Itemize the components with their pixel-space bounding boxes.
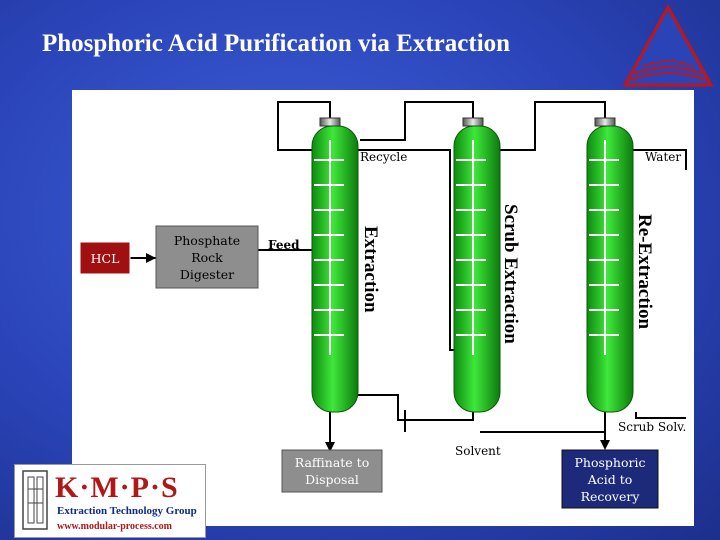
feed-label: Feed — [268, 238, 300, 252]
triangle-logo-icon — [622, 4, 714, 87]
reextraction-column — [586, 117, 634, 413]
scrub-solv-label: Scrub Solv. — [618, 420, 687, 434]
slide-title: Phosphoric Acid Purification via Extract… — [42, 30, 511, 57]
water-label: Water — [645, 150, 682, 164]
scrub-column-label: Scrub Extraction — [500, 204, 521, 344]
extraction-column-label: Extraction — [360, 226, 381, 313]
digester-box-bg — [155, 225, 259, 289]
raffinate-box-bg — [281, 449, 383, 493]
kmps-url: www.modular-process.com — [57, 521, 172, 532]
column-diagram-icon — [22, 470, 48, 530]
digester-box: Phosphate Rock Digester — [173, 232, 241, 282]
kmps-subtitle: Extraction Technology Group — [57, 505, 197, 517]
hcl-box: HCL — [90, 250, 120, 266]
scrub-column — [453, 117, 501, 413]
reextraction-column-label: Re-Extraction — [634, 214, 655, 330]
acid-box: Phosphoric Acid to Recovery — [574, 454, 646, 504]
extraction-column — [311, 117, 359, 413]
recycle-label: Recycle — [360, 150, 408, 164]
raffinate-box: Raffinate to Disposal — [294, 455, 370, 487]
hcl-box-bg — [79, 241, 131, 275]
solvent-label: Solvent — [455, 444, 501, 458]
kmps-logo: K·M·P·S Extraction Technology Group www.… — [14, 464, 206, 538]
acid-box-bg — [561, 449, 659, 509]
kmps-name: K·M·P·S — [55, 471, 179, 504]
